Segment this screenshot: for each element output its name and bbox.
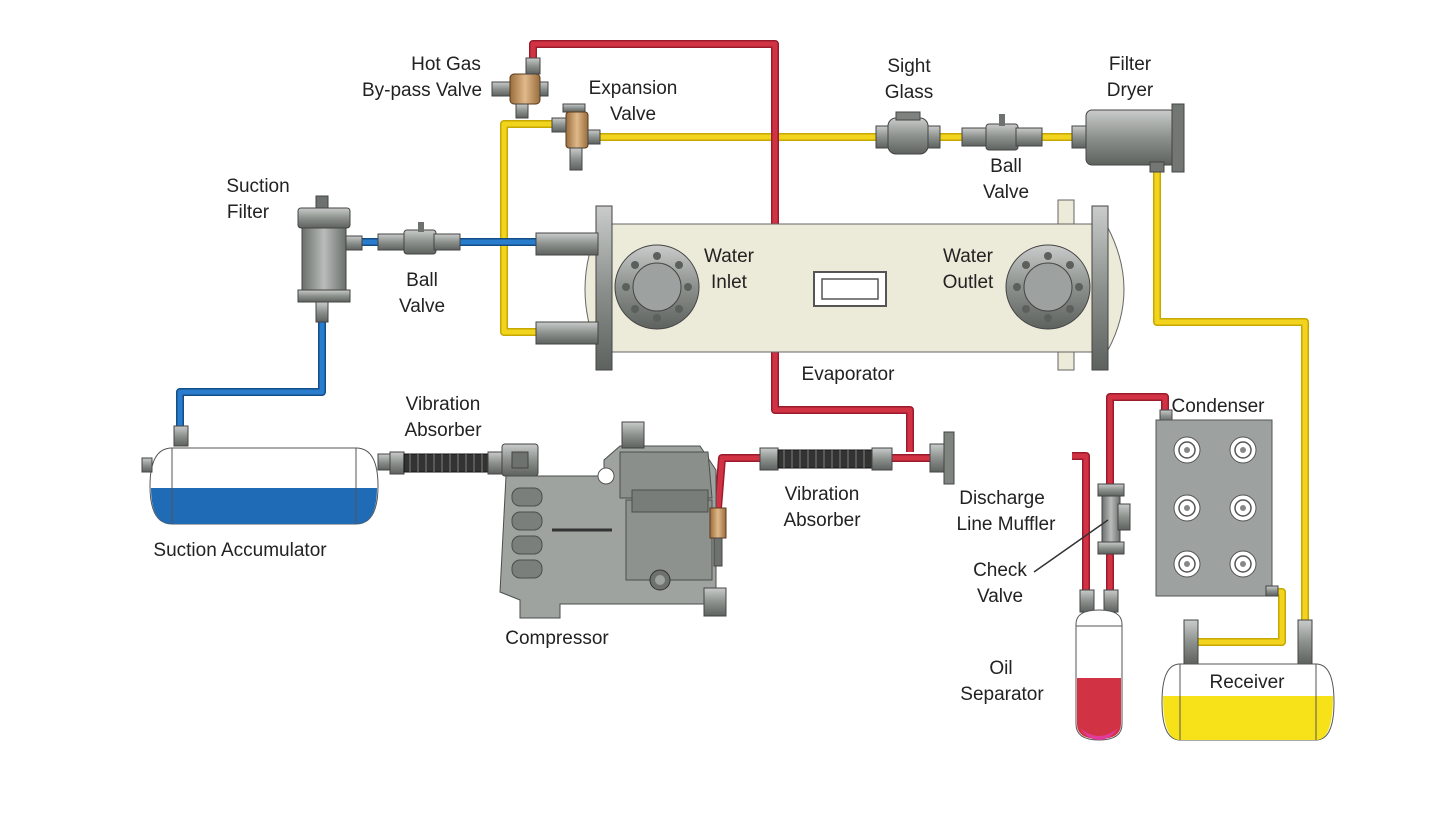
ball-valve-top (961, 114, 1043, 151)
ball-valve-left-label-line2: Valve (399, 296, 445, 317)
hot-gas-label-line1: Hot Gas (411, 54, 481, 75)
oil-separator (1075, 589, 1123, 741)
water-inlet-label-line2: Inlet (711, 272, 748, 293)
expansion-valve-label-line1: Expansion (589, 78, 678, 99)
check-valve (1033, 483, 1131, 573)
sight-glass-label-line2: Glass (885, 82, 934, 103)
suction-line-blue-fill (177, 239, 540, 432)
suction-filter (297, 195, 363, 323)
oil-separator-label-line2: Separator (960, 684, 1044, 705)
hot-gas-label-line2: By-pass Valve (362, 80, 482, 101)
ball-valve-left (377, 222, 461, 255)
suction-filter-label-line2: Filter (227, 202, 270, 223)
filter-dryer (1071, 103, 1185, 173)
hot-gas-bypass-valve (491, 57, 549, 119)
condenser (1155, 409, 1279, 597)
condenser-label: Condenser (1172, 396, 1266, 417)
suction-filter-label-line1: Suction (226, 176, 289, 197)
suction-line-blue (176, 238, 540, 432)
ball-valve-top-label-line1: Ball (990, 156, 1022, 177)
receiver-label: Receiver (1210, 672, 1286, 693)
check-valve-label-line2: Valve (977, 586, 1023, 607)
sight-glass-label-line1: Sight (887, 56, 931, 77)
oil-separator-label-line1: Oil (989, 658, 1012, 679)
water-outlet-flange (1005, 244, 1091, 330)
evaporator-label: Evaporator (802, 364, 896, 385)
expansion-valve-label-line2: Valve (610, 104, 656, 125)
sight-glass (875, 111, 941, 155)
filter-dryer-label-line2: Dryer (1107, 80, 1154, 101)
vibration-absorber-left-label-line2: Absorber (404, 420, 482, 441)
suction-accumulator (141, 425, 393, 525)
ball-valve-left-label-line1: Ball (406, 270, 438, 291)
vibration-absorber-right-label-line1: Vibration (785, 484, 860, 505)
water-outlet-label-line1: Water (943, 246, 994, 267)
labels: Hot Gas By-pass Valve Expansion Valve Si… (153, 54, 1285, 705)
discharge-muffler-label-line2: Line Muffler (957, 514, 1057, 535)
discharge-line-muffler (929, 431, 955, 485)
water-inlet-flange (614, 244, 700, 330)
vibration-absorber-left (389, 451, 505, 475)
ball-valve-top-label-line2: Valve (983, 182, 1029, 203)
check-valve-label-line1: Check (973, 560, 1027, 581)
expansion-valve (551, 103, 601, 171)
vibration-absorber-left-label-line1: Vibration (406, 394, 481, 415)
vibration-absorber-right (759, 447, 893, 471)
discharge-muffler-label-line1: Discharge (959, 488, 1045, 509)
compressor (499, 421, 727, 619)
water-inlet-label-line1: Water (704, 246, 755, 267)
vibration-absorber-right-label-line2: Absorber (783, 510, 861, 531)
water-outlet-label-line2: Outlet (943, 272, 994, 293)
compressor-label: Compressor (505, 628, 609, 649)
receiver (1161, 619, 1335, 741)
suction-accumulator-label: Suction Accumulator (153, 540, 327, 561)
filter-dryer-label-line1: Filter (1109, 54, 1152, 75)
